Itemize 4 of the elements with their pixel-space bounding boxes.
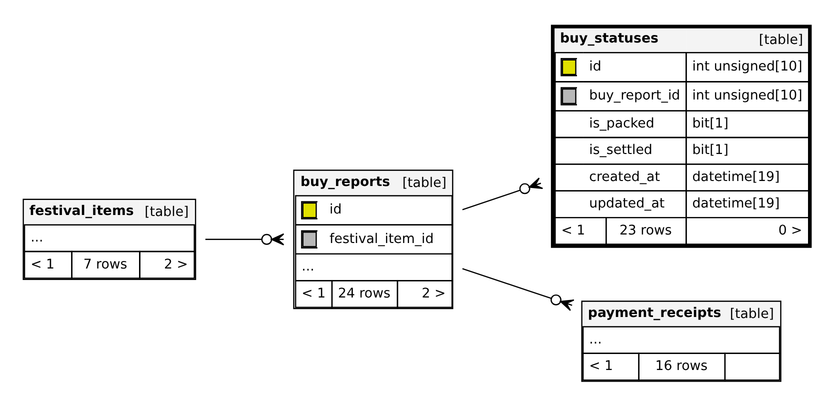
node-box: buy_statuses [table] id int unsigned[10] buy_report_id int unsigned[10] is_packed bit[1] is_settled bit[1] created_at datetime[19] updated_at datetime[19] < 1 23 rows 0 > [550,24,812,248]
connector [462,176,544,210]
connector [205,232,284,245]
connector [462,268,574,311]
